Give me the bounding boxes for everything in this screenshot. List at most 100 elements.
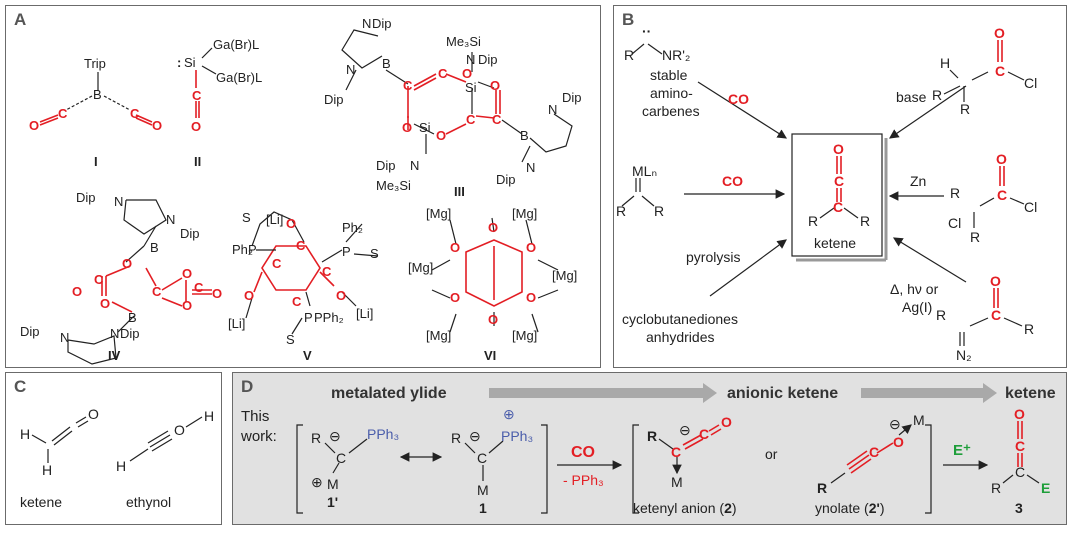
atom-r: R bbox=[991, 480, 1001, 496]
atom-o: O bbox=[182, 298, 192, 313]
ketene-box: O C C R R ketene bbox=[791, 133, 888, 262]
dichloride-route: O C Cl R Cl R Zn bbox=[888, 151, 1037, 245]
atom-r: R bbox=[936, 307, 946, 323]
ketenyl-caption: ketenyl anion (2) bbox=[633, 500, 737, 516]
atom-c: C bbox=[296, 238, 306, 253]
dip-label: Dip bbox=[562, 90, 582, 105]
mg-label: [Mg] bbox=[512, 328, 537, 343]
compound-vi: [Mg] [Mg] O O O [Mg] [Mg] O O O [Mg] [Mg… bbox=[408, 206, 577, 363]
atom-si: Si bbox=[419, 120, 431, 135]
mg-label: [Mg] bbox=[552, 268, 577, 283]
compound-1-prime: R ⊖ C PPh₃ ⊕ M 1' bbox=[311, 426, 399, 510]
compound-iii: N Dip B N Dip C C O Si O Si O C O C Me₃S… bbox=[324, 16, 582, 199]
atom-c: C bbox=[466, 112, 476, 127]
amino-carbene-route: R ·· NR'₂ stable amino- carbenes CO bbox=[624, 23, 788, 139]
atom-c: C bbox=[194, 280, 204, 295]
bracket-left-2 bbox=[632, 424, 639, 514]
atom-m: M bbox=[913, 412, 925, 428]
atom-o: O bbox=[174, 422, 185, 438]
n2-label: N₂ bbox=[956, 347, 972, 363]
compound-ii: : Si Ga(Br)L Ga(Br)L C O II bbox=[177, 37, 262, 169]
atom-o: O bbox=[286, 216, 296, 231]
plus-charge: ⊕ bbox=[311, 474, 323, 490]
atom-n: N bbox=[526, 160, 535, 175]
diazo-conditions-2: Ag(I) bbox=[902, 299, 932, 315]
compound-label-iv: IV bbox=[108, 348, 121, 363]
reagent-co: CO bbox=[571, 444, 595, 461]
base-label: base bbox=[896, 89, 927, 105]
mg-label: [Mg] bbox=[512, 206, 537, 221]
panel-label-c: C bbox=[14, 377, 27, 396]
atom-b: B bbox=[128, 310, 137, 325]
atom-c: C bbox=[152, 284, 162, 299]
bracket-right-2 bbox=[925, 424, 932, 514]
stage-ketene: ketene bbox=[1005, 385, 1056, 402]
or-text: or bbox=[765, 446, 778, 462]
panel-a-known-metalated-ketenes: A Trip B C C O O I : Si Ga(B bbox=[5, 5, 601, 368]
atom-n: N bbox=[60, 330, 69, 345]
atom-c: C bbox=[997, 187, 1007, 203]
atom-o: O bbox=[462, 66, 472, 81]
atom-o: O bbox=[100, 296, 110, 311]
atom-n: N bbox=[110, 326, 119, 341]
mg-label: [Mg] bbox=[426, 328, 451, 343]
panel-a-structures: Trip B C C O O I : Si Ga(Br)L Ga(Br)L C … bbox=[20, 16, 582, 365]
atom-si: Si bbox=[184, 55, 196, 70]
atom-o: O bbox=[893, 434, 904, 450]
pyrolysis-label: pyrolysis bbox=[686, 249, 740, 265]
me3si-label: Me₃Si bbox=[376, 178, 411, 193]
bracket-left bbox=[296, 424, 303, 514]
atom-c: C bbox=[130, 106, 140, 121]
atom-r: R bbox=[451, 430, 461, 446]
minus-charge: ⊖ bbox=[679, 422, 691, 438]
atom-c: C bbox=[833, 199, 843, 215]
atom-r: R bbox=[808, 213, 818, 229]
atom-o: O bbox=[72, 284, 82, 299]
stage-anionic-ketene: anionic ketene bbox=[727, 385, 838, 402]
plus-charge: ⊕ bbox=[503, 406, 515, 422]
diazo-conditions-1: Δ, hν or bbox=[890, 281, 939, 297]
atom-c: C bbox=[1015, 464, 1025, 480]
atom-r: R bbox=[311, 430, 321, 446]
atom-c: C bbox=[699, 426, 709, 442]
atom-r: R bbox=[970, 229, 980, 245]
dip-label: Dip bbox=[120, 326, 140, 341]
atom-o: O bbox=[990, 273, 1001, 289]
ketenyl-caption-number: 2 bbox=[724, 500, 732, 516]
minus-charge: ⊖ bbox=[469, 428, 481, 444]
dip-label: Dip bbox=[324, 92, 344, 107]
ethynol-caption: ethynol bbox=[126, 494, 171, 510]
co-arrow: CO - PPh₃ bbox=[557, 444, 623, 488]
reagent-co-mid: CO bbox=[722, 173, 743, 189]
svg-text:··: ·· bbox=[642, 23, 651, 39]
atom-o: O bbox=[526, 240, 536, 255]
carbene-text-2: amino- bbox=[650, 85, 693, 101]
ketene-label: ketene bbox=[814, 235, 856, 251]
carbene-text-1: stable bbox=[650, 67, 688, 83]
stage-header: metalated ylide anionic ketene ketene bbox=[331, 383, 1056, 403]
atom-o: O bbox=[29, 118, 39, 133]
atom-si: Si bbox=[465, 80, 477, 95]
atom-h: H bbox=[940, 55, 950, 71]
dip-label: Dip bbox=[496, 172, 516, 187]
atom-c: C bbox=[995, 63, 1005, 79]
atom-c: C bbox=[58, 106, 68, 121]
atom-o: O bbox=[490, 78, 500, 93]
atom-b: B bbox=[382, 56, 391, 71]
atom-c: C bbox=[671, 444, 681, 460]
ga-ligand-1: Ga(Br)L bbox=[213, 37, 259, 52]
compound-i: Trip B C C O O I bbox=[29, 56, 162, 169]
atom-o: O bbox=[488, 220, 498, 235]
atom-b: B bbox=[520, 128, 529, 143]
atom-m: M bbox=[327, 476, 339, 492]
ketenyl-caption-text: ketenyl anion ( bbox=[633, 500, 724, 516]
atom-o: O bbox=[402, 120, 412, 135]
panel-c-structures: H H O ketene H O H ethynol bbox=[20, 406, 214, 510]
atom-o: O bbox=[994, 25, 1005, 41]
trip-label: Trip bbox=[84, 56, 106, 71]
dip-label: Dip bbox=[20, 324, 40, 339]
panel-label-a: A bbox=[14, 10, 27, 29]
mg-label: [Mg] bbox=[408, 260, 433, 275]
atom-o: O bbox=[212, 286, 222, 301]
ynolate-caption: ynolate (2') bbox=[815, 500, 885, 516]
